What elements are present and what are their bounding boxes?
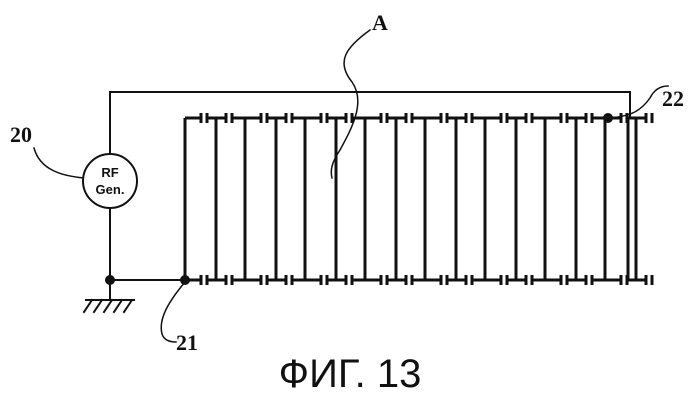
ground-node: [105, 275, 115, 285]
generator-label-line1: RF: [101, 165, 118, 180]
ref-label-20: 20: [10, 122, 32, 147]
generator-label-line2: Gen.: [96, 182, 125, 197]
node-22: [603, 113, 613, 123]
ref-label-A: A: [372, 10, 388, 35]
capacitor-array: [185, 113, 652, 285]
leader-line-22: [610, 86, 668, 118]
rf-generator: RF Gen.: [83, 154, 137, 208]
top-return-wire: [110, 92, 630, 155]
node-21: [180, 275, 190, 285]
ref-label-22: 22: [662, 86, 684, 111]
leader-line-20: [34, 148, 84, 178]
figure-caption: ФИГ. 13: [0, 352, 700, 397]
